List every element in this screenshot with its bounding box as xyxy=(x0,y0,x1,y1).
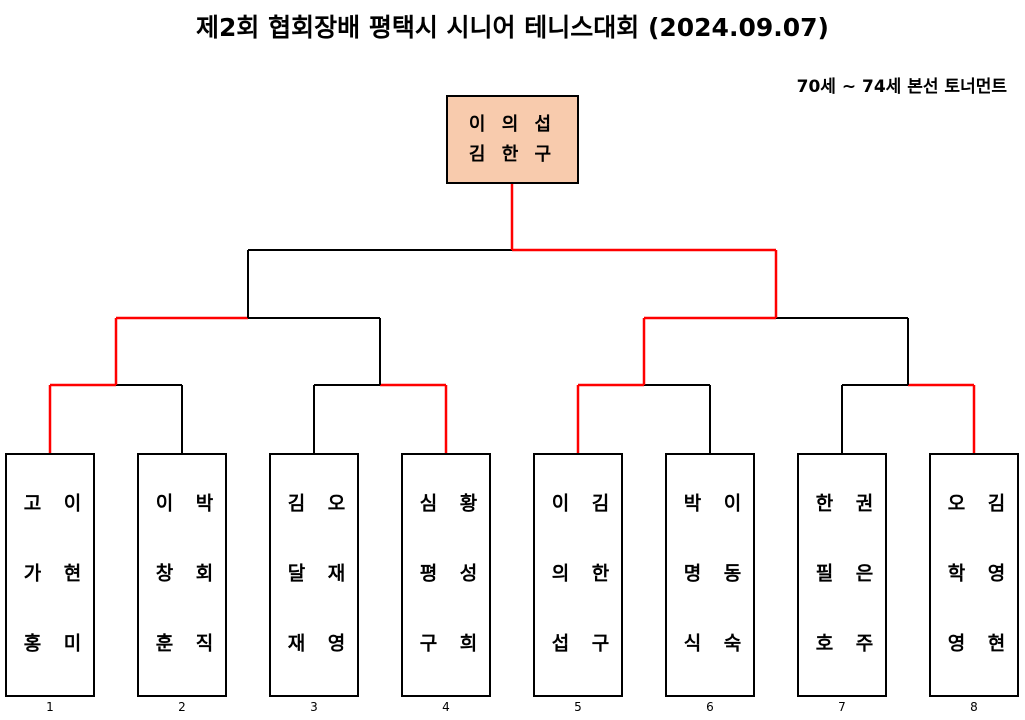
player-name: 이동숙 xyxy=(720,493,742,703)
seed-number: 1 xyxy=(46,700,54,714)
seed-number: 2 xyxy=(178,700,186,714)
team-box: 오학영 김영현 xyxy=(929,453,1019,703)
player-name: 이창훈 xyxy=(152,493,174,703)
player-name: 김한구 xyxy=(588,493,610,703)
page-title: 제2회 협회장배 평택시 시니어 테니스대회 (2024.09.07) xyxy=(196,13,829,42)
player-name: 오학영 xyxy=(944,493,966,703)
team-box: 이의섭 김한구 xyxy=(533,453,623,703)
champion-line-1: 이 의 섭 xyxy=(468,113,557,135)
seed-number: 8 xyxy=(970,700,978,714)
player-name: 박명식 xyxy=(680,493,702,703)
team-box: 고가홍 이현미 xyxy=(5,453,95,703)
player-name: 고가홍 xyxy=(20,493,42,703)
player-name: 이현미 xyxy=(60,493,82,703)
player-name: 이의섭 xyxy=(548,493,570,703)
champion-line-2: 김 한 구 xyxy=(468,143,557,165)
team-box: 이창훈 박회직 xyxy=(137,453,227,703)
bracket-subtitle: 70세 ~ 74세 본선 토너먼트 xyxy=(796,77,1007,97)
seed-number: 6 xyxy=(706,700,714,714)
player-name: 김달재 xyxy=(284,493,306,703)
seed-number: 4 xyxy=(442,700,450,714)
player-name: 심평구 xyxy=(416,493,438,703)
player-name: 김영현 xyxy=(984,493,1006,703)
champion-box: 이 의 섭 김 한 구 xyxy=(446,95,579,184)
team-box: 한필호 권은주 xyxy=(797,453,887,703)
seed-number: 5 xyxy=(574,700,582,714)
player-name: 한필호 xyxy=(812,493,834,703)
player-name: 황성희 xyxy=(456,493,478,703)
team-box: 김달재 오재영 xyxy=(269,453,359,703)
seed-number: 7 xyxy=(838,700,846,714)
team-box: 심평구 황성희 xyxy=(401,453,491,703)
player-name: 박회직 xyxy=(192,493,214,703)
team-box: 박명식 이동숙 xyxy=(665,453,755,703)
player-name: 권은주 xyxy=(852,493,874,703)
seed-number: 3 xyxy=(310,700,318,714)
player-name: 오재영 xyxy=(324,493,346,703)
